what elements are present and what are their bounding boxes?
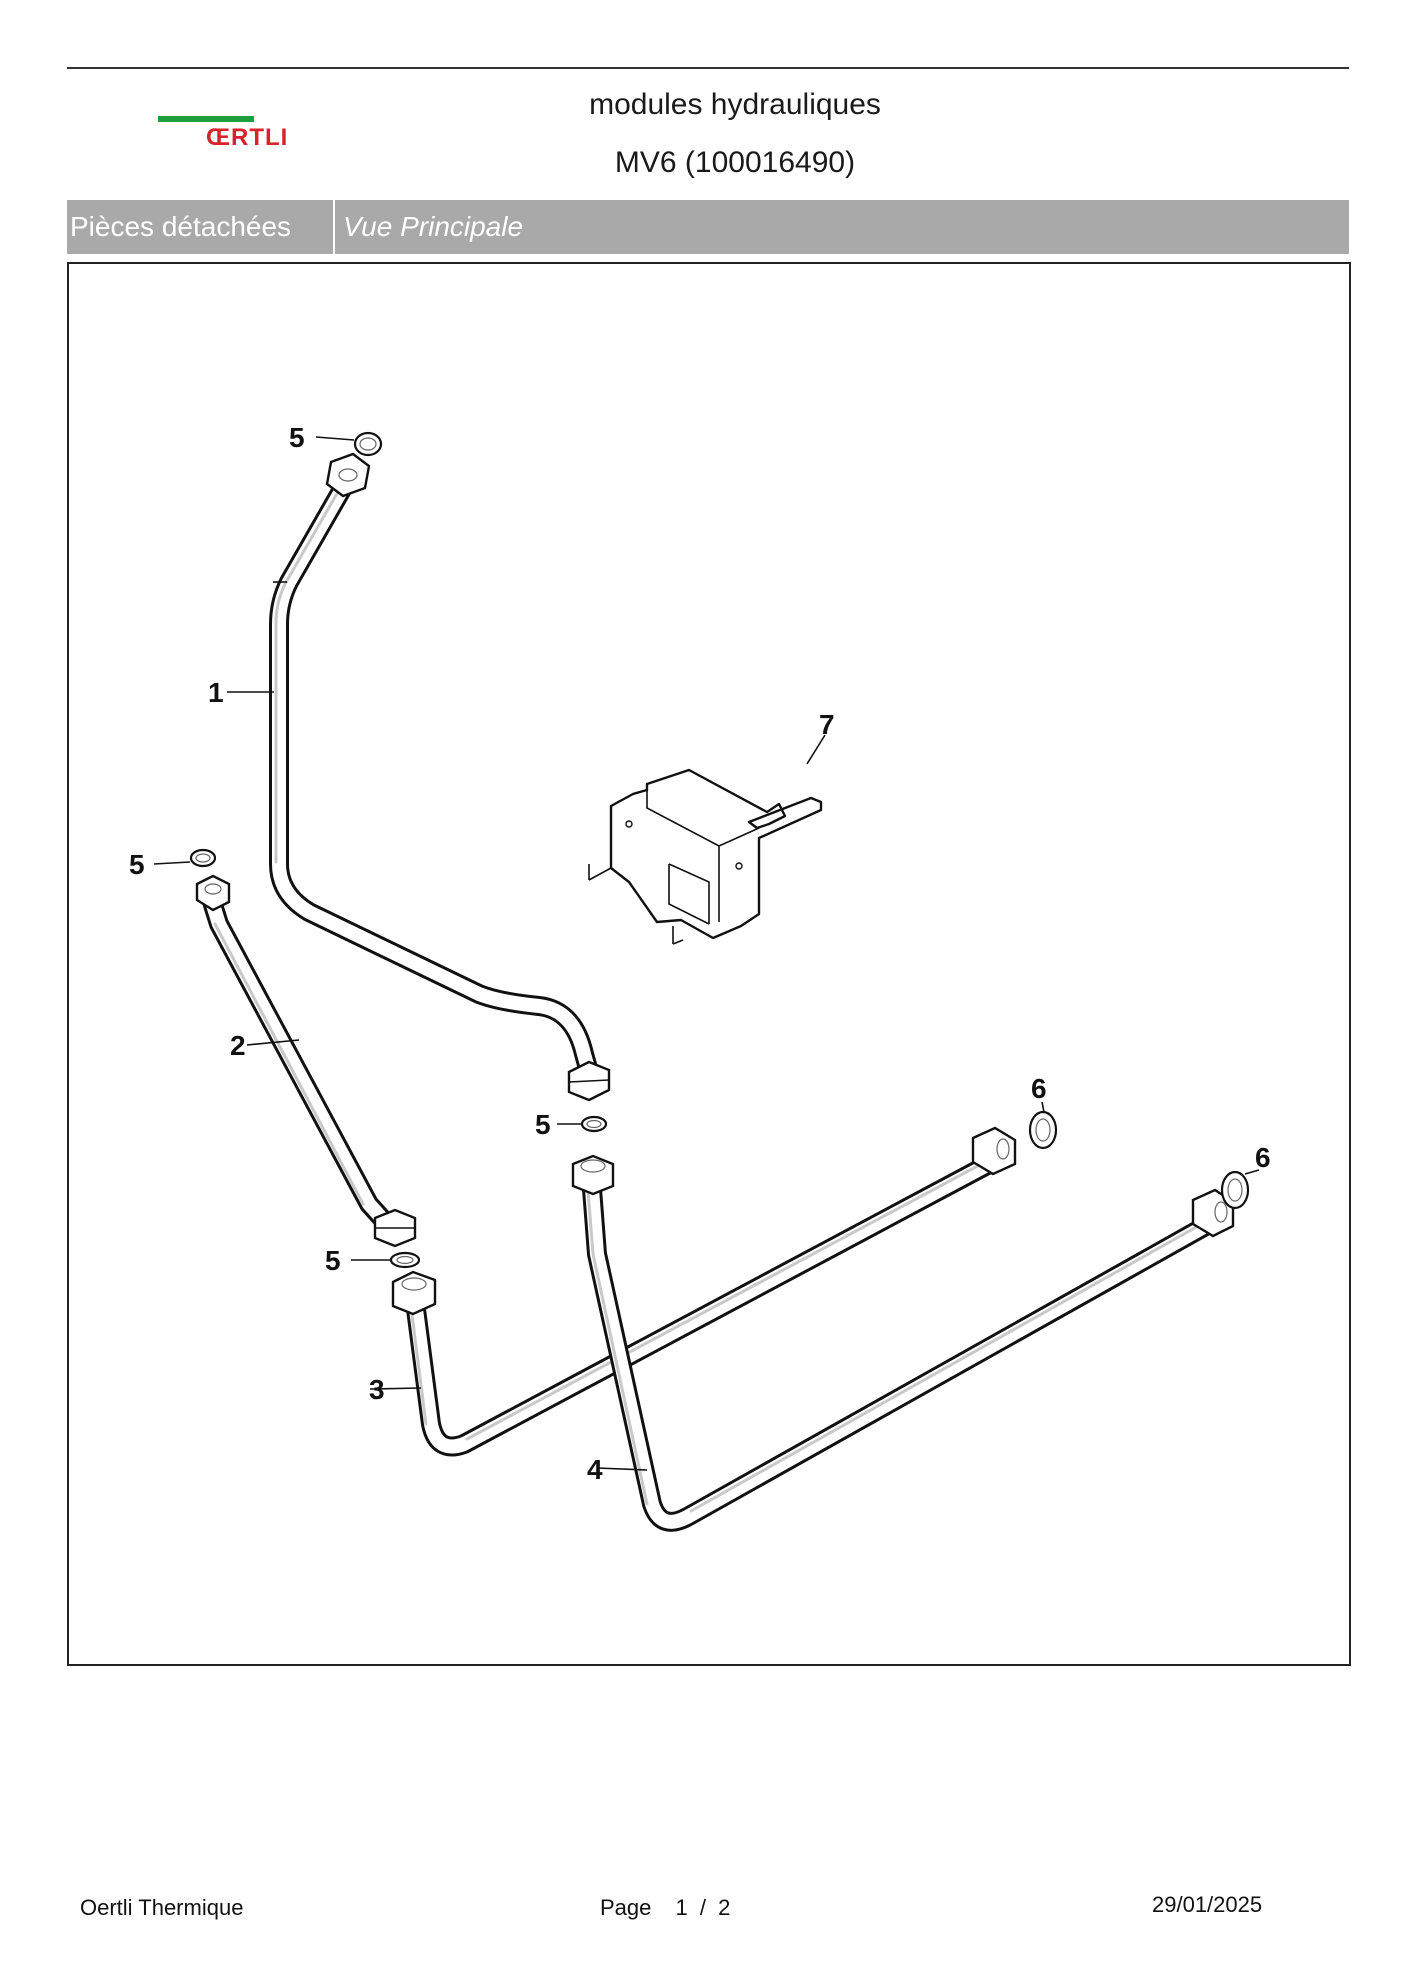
pipe-4-right-nut: [1191, 1188, 1235, 1238]
pipe-2-bottom-nut: [373, 1208, 417, 1248]
page-separator: /: [699, 1895, 707, 1920]
logo-wordmark: ŒRTLI: [206, 124, 289, 151]
pipe-4-top-nut: [571, 1154, 615, 1196]
callout-6-lower: 6: [1255, 1142, 1271, 1173]
pipe-2: [195, 874, 417, 1248]
page-label: Page: [600, 1895, 652, 1920]
pipe-3-top-nut: [391, 1270, 437, 1316]
callout-4: 4: [587, 1454, 603, 1485]
callout-5-left: 5: [129, 849, 145, 880]
logo-green-stripe: [158, 116, 254, 122]
seal-ring-5-middle: [580, 1115, 608, 1133]
gasket-6-upper: [1028, 1110, 1058, 1150]
header-rule: [67, 67, 1349, 69]
callout-5-middle: 5: [535, 1109, 551, 1140]
callout-6-upper: 6: [1031, 1073, 1047, 1104]
pipe-4: [571, 1154, 1235, 1532]
page-current: 1: [675, 1895, 688, 1920]
oertli-logo: ŒRTLI: [158, 114, 308, 154]
exploded-parts-diagram: .pipe-outer { fill:none; stroke:#111; st…: [129, 422, 1271, 1532]
page-total: 2: [718, 1895, 731, 1920]
diagram-frame: .pipe-outer { fill:none; stroke:#111; st…: [67, 262, 1351, 1666]
footer-pagination: Page 1 / 2: [600, 1895, 748, 1921]
section-label: Pièces détachées: [67, 200, 335, 254]
callout-7: 7: [819, 709, 835, 740]
pipe-1: [269, 452, 611, 1102]
seal-ring-5-top: [353, 431, 383, 457]
callout-2: 2: [230, 1030, 246, 1061]
callout-5-lower: 5: [325, 1245, 341, 1276]
leader-lines: [153, 436, 1260, 1471]
callout-3: 3: [369, 1374, 385, 1405]
seal-ring-5-left: [189, 848, 217, 868]
gasket-6-lower: [1220, 1170, 1250, 1210]
callout-1: 1: [208, 677, 224, 708]
section-bar: Pièces détachées Vue Principale: [67, 200, 1349, 254]
page-title: modules hydrauliques: [589, 88, 881, 121]
page-subtitle: MV6 (100016490): [614, 146, 856, 179]
mounting-bracket-7: [588, 768, 823, 945]
footer-company: Oertli Thermique: [80, 1895, 244, 1920]
pipe-1-top-nut: [325, 452, 371, 498]
seal-ring-5-lower: [389, 1251, 421, 1269]
callout-labels: 5 1 5 2 7 5 5 6 6 3 4: [129, 422, 1271, 1485]
pipe-3-right-nut: [971, 1126, 1017, 1176]
pipe-1-bottom-nut: [567, 1060, 611, 1102]
view-label: Vue Principale: [343, 211, 524, 242]
pipe-3: [391, 1126, 1017, 1457]
footer-date: 29/01/2025: [1152, 1892, 1263, 1917]
pipe-2-top-nut: [195, 874, 231, 912]
callout-5-top: 5: [289, 422, 305, 453]
